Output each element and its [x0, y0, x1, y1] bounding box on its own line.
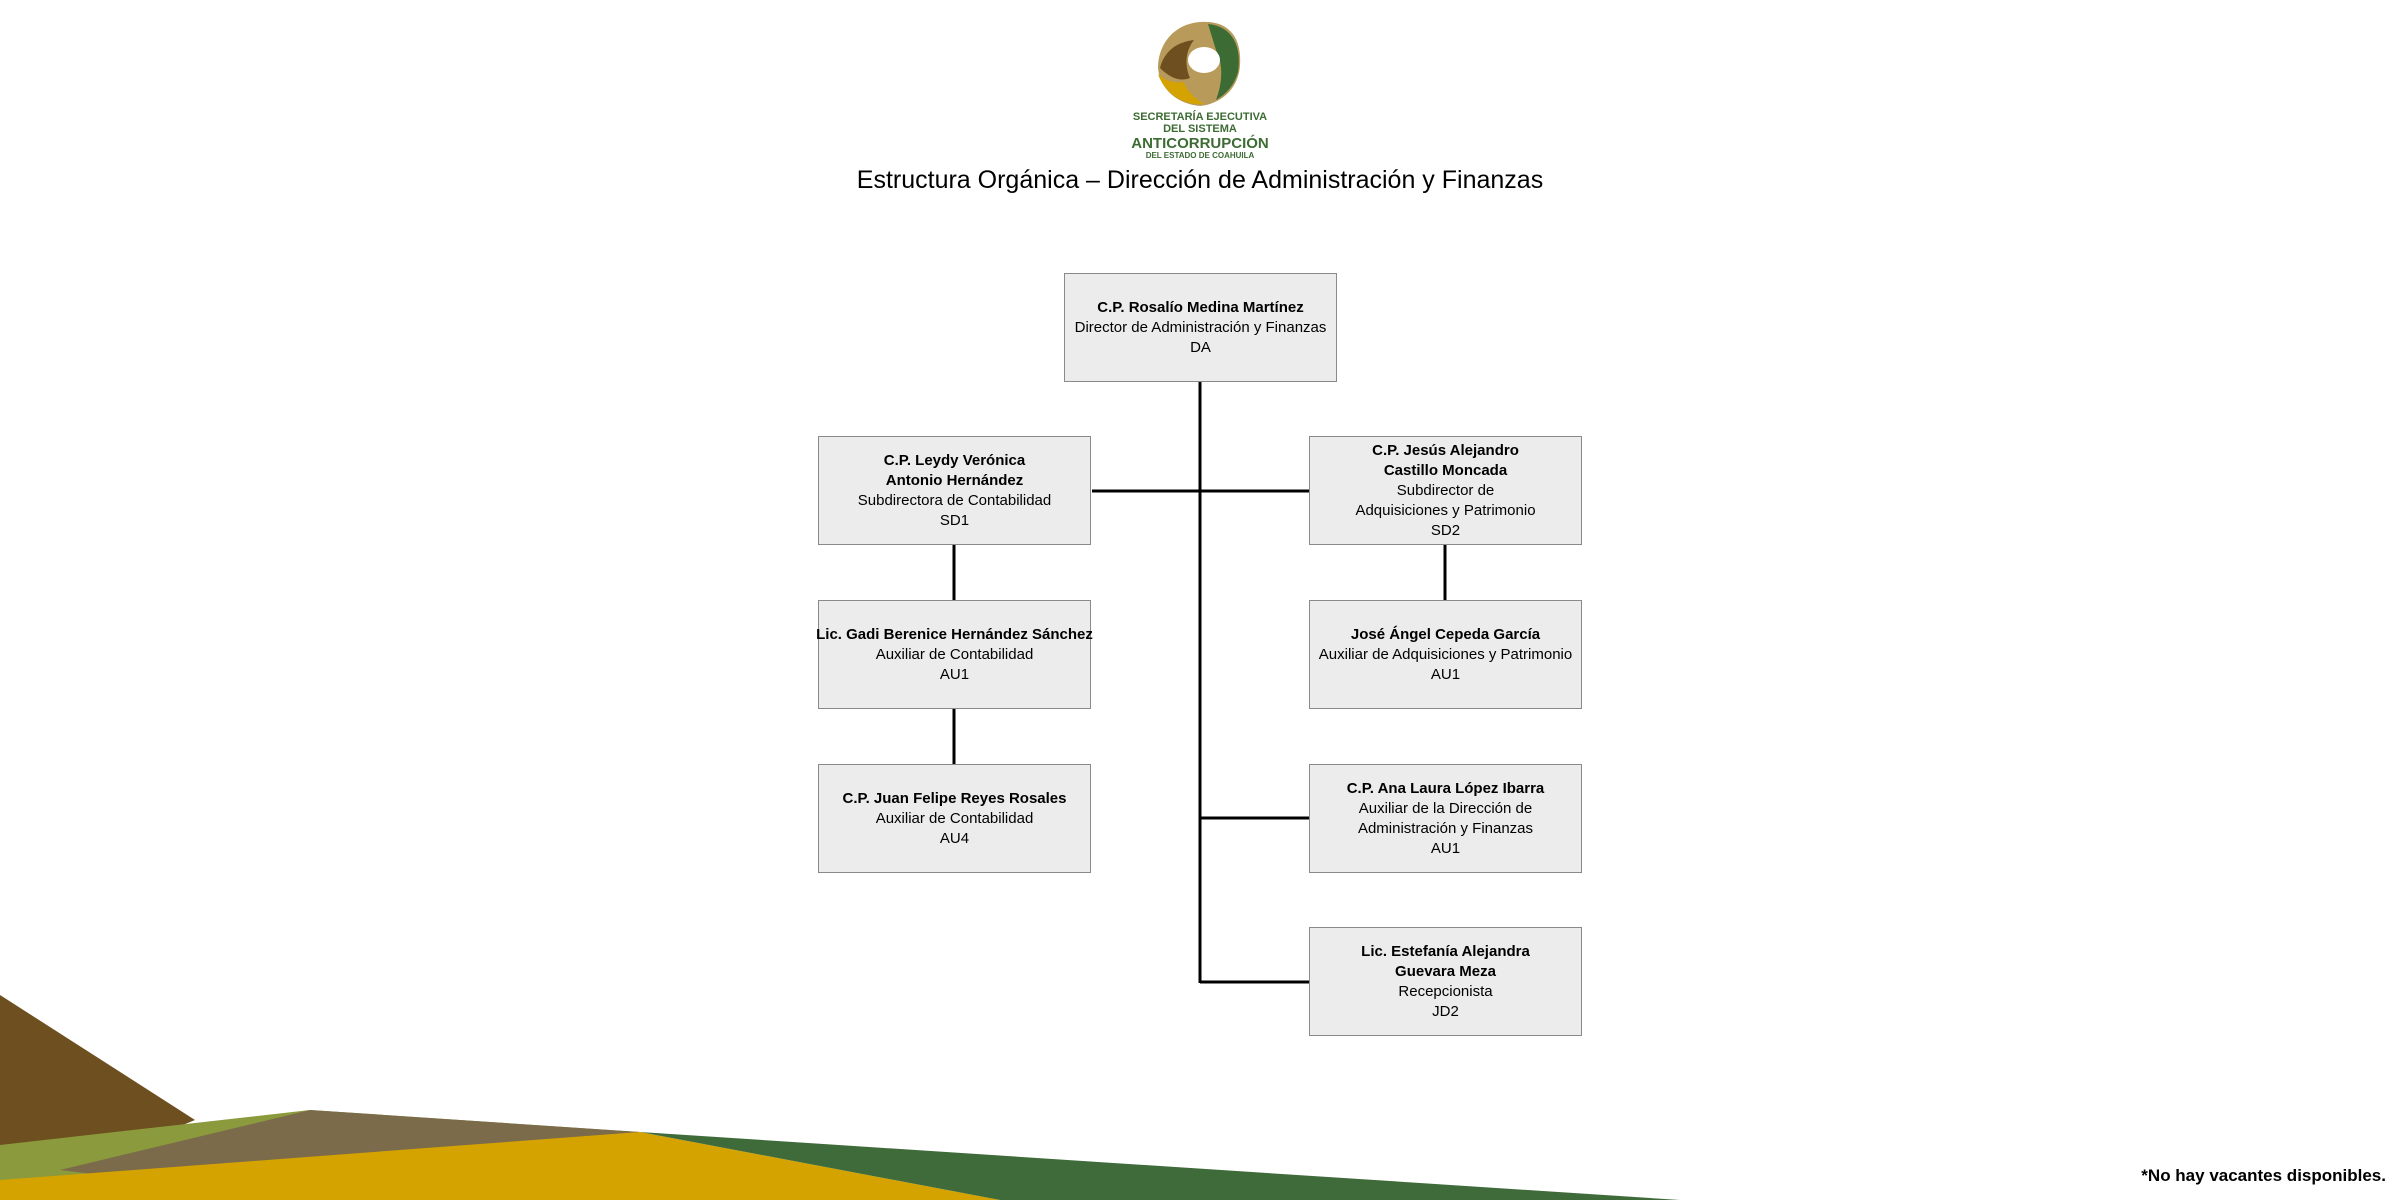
page-title: Estructura Orgánica – Dirección de Admin… — [856, 166, 1544, 194]
decor-dark-green-band — [640, 1132, 1680, 1200]
node-name-line-1: Lic. Estefanía Alejandra — [1361, 942, 1530, 960]
logo-text-line-4: DEL ESTADO DE COAHUILA — [1145, 151, 1255, 160]
node-role-line-2: Adquisiciones y Patrimonio — [1355, 501, 1536, 519]
node-name: C.P. Ana Laura López Ibarra — [1346, 779, 1545, 797]
node-name-line-1: C.P. Jesús Alejandro — [1372, 441, 1519, 459]
node-role: Recepcionista — [1398, 982, 1493, 1000]
node-aux-contabilidad-2: C.P. Juan Felipe Reyes Rosales Auxiliar … — [818, 764, 1091, 873]
node-director: C.P. Rosalío Medina Martínez Director de… — [1064, 273, 1337, 382]
node-name: José Ángel Cepeda García — [1350, 625, 1541, 643]
logo-text-line-3: ANTICORRUPCIÓN — [1131, 135, 1269, 152]
node-name: C.P. Rosalío Medina Martínez — [1097, 298, 1304, 316]
node-name-line-1: C.P. Leydy Verónica — [883, 451, 1026, 469]
node-name-line-2: Guevara Meza — [1395, 962, 1496, 980]
node-code: AU1 — [939, 665, 970, 683]
logo-emblem-icon — [1158, 21, 1241, 106]
node-recepcionista: Lic. Estefanía Alejandra Guevara Meza Re… — [1309, 927, 1582, 1036]
node-role-line-1: Subdirector de — [1396, 481, 1495, 499]
logo-text-line-1: SECRETARÍA EJECUTIVA — [1132, 111, 1268, 123]
node-role: Auxiliar de Contabilidad — [875, 645, 1034, 663]
vacancy-note: *No hay vacantes disponibles. — [2141, 1166, 2386, 1185]
node-code: AU1 — [1430, 839, 1461, 857]
node-role: Director de Administración y Finanzas — [1074, 318, 1327, 336]
node-role: Auxiliar de Contabilidad — [875, 809, 1034, 827]
node-sub-contabilidad: C.P. Leydy Verónica Antonio Hernández Su… — [818, 436, 1091, 545]
node-aux-adquisiciones: José Ángel Cepeda García Auxiliar de Adq… — [1309, 600, 1582, 709]
node-name-line-2: Castillo Moncada — [1383, 461, 1508, 479]
node-code: DA — [1190, 338, 1211, 356]
node-role-line-1: Auxiliar de la Dirección de — [1358, 799, 1533, 817]
node-role: Subdirectora de Contabilidad — [857, 491, 1052, 509]
node-sub-adquisiciones: C.P. Jesús Alejandro Castillo Moncada Su… — [1309, 436, 1582, 545]
node-name: C.P. Juan Felipe Reyes Rosales — [842, 789, 1067, 807]
decor-gold-band — [0, 1132, 1000, 1200]
node-name-line-2: Antonio Hernández — [885, 471, 1024, 489]
node-role: Auxiliar de Adquisiciones y Patrimonio — [1318, 645, 1573, 663]
node-role-line-2: Administración y Finanzas — [1357, 819, 1534, 837]
node-code: SD2 — [1430, 521, 1461, 539]
node-code: AU1 — [1430, 665, 1461, 683]
institution-logo: SECRETARÍA EJECUTIVA DEL SISTEMA ANTICOR… — [1126, 16, 1274, 160]
node-code: JD2 — [1432, 1002, 1459, 1020]
node-name: Lic. Gadi Berenice Hernández Sánchez — [816, 625, 1093, 643]
node-aux-direccion: C.P. Ana Laura López Ibarra Auxiliar de … — [1309, 764, 1582, 873]
node-code: SD1 — [939, 511, 970, 529]
node-code: AU4 — [939, 829, 970, 847]
logo-text-line-2: DEL SISTEMA — [1163, 123, 1237, 135]
node-aux-contabilidad-1: Lic. Gadi Berenice Hernández Sánchez Aux… — [816, 600, 1093, 709]
